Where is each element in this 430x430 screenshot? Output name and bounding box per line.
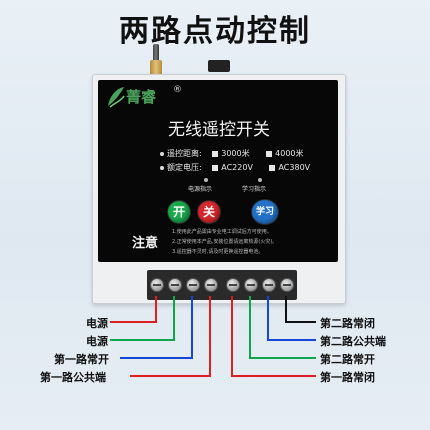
note-line-1: 1.使用此产品需由专业电工调试后方可使用。: [172, 229, 272, 235]
antenna-base: [150, 60, 162, 76]
label-ch2-nc: 第二路常闭: [320, 317, 375, 330]
control-panel: [98, 80, 338, 262]
wire-ch2-common: [267, 296, 316, 341]
registered-mark: ®: [173, 85, 182, 95]
label-power-2: 电源: [86, 335, 108, 348]
off-button[interactable]: 关: [198, 201, 220, 223]
wire-ch1-nc: [231, 296, 316, 377]
terminal-screw-5: [226, 278, 240, 292]
leaf-logo-icon: [108, 87, 125, 108]
label-ch1-nc: 第一路常闭: [320, 371, 375, 384]
note-title: 注意: [132, 236, 159, 251]
terminal-screw-7: [262, 278, 276, 292]
bullet-icon: [160, 165, 164, 170]
antenna: [153, 44, 159, 62]
wire-ch2-nc: [285, 296, 316, 323]
learn-indicator-led: [258, 178, 262, 182]
distance-option-3000: 3000米: [221, 149, 250, 158]
bullet-icon: [160, 151, 164, 156]
wire-ch2-no: [249, 296, 316, 359]
checkbox-icon: [212, 150, 219, 157]
voltage-option-380: AC380V: [278, 163, 311, 172]
wire-ch1-no: [120, 296, 193, 359]
distance-option-4000: 4000米: [275, 149, 304, 158]
terminal-screw-3: [186, 278, 200, 292]
label-power-1: 电源: [86, 317, 108, 330]
terminal-screw-1: [150, 278, 164, 292]
label-ch1-common: 第一路公共端: [40, 371, 106, 384]
page-title: 两路点动控制: [119, 14, 311, 49]
wire-power-1: [110, 296, 157, 323]
brand-logo-text: 菁睿: [126, 88, 157, 106]
terminal-screw-4: [204, 278, 218, 292]
learn-button[interactable]: 学习: [252, 200, 278, 224]
power-indicator-led: [204, 178, 208, 182]
voltage-option-220: AC220V: [221, 163, 253, 172]
terminal-screw-6: [244, 278, 258, 292]
checkbox-icon: [269, 164, 276, 171]
spec-row-voltage: 额定电压: AC220V AC380V: [160, 162, 310, 173]
mounting-clip: [208, 60, 230, 72]
checkbox-icon: [266, 150, 273, 157]
voltage-label: 额定电压:: [167, 163, 202, 172]
product-name: 无线遥控开关: [168, 120, 270, 140]
label-ch2-no: 第二路常开: [320, 353, 375, 366]
on-button[interactable]: 开: [168, 201, 190, 223]
terminal-screw-8: [280, 278, 294, 292]
checkbox-icon: [212, 164, 219, 171]
spec-row-distance: 遥控距离: 3000米 4000米: [160, 148, 304, 159]
learn-indicator-label: 学习指示: [242, 186, 267, 193]
note-line-3: 3.遥控器不灵时,请及时更换遥控器电池。: [172, 249, 264, 255]
label-ch2-common: 第二路公共端: [320, 335, 386, 348]
wire-power-2: [110, 296, 175, 341]
wire-ch1-common: [130, 296, 211, 377]
distance-label: 遥控距离:: [167, 149, 202, 158]
power-indicator-label: 电源指示: [188, 186, 213, 193]
terminal-screw-2: [168, 278, 182, 292]
label-ch1-no: 第一路常开: [54, 353, 109, 366]
note-line-2: 2.正常使用本产品,安装位置请远离热源(火灾)。: [172, 239, 278, 245]
